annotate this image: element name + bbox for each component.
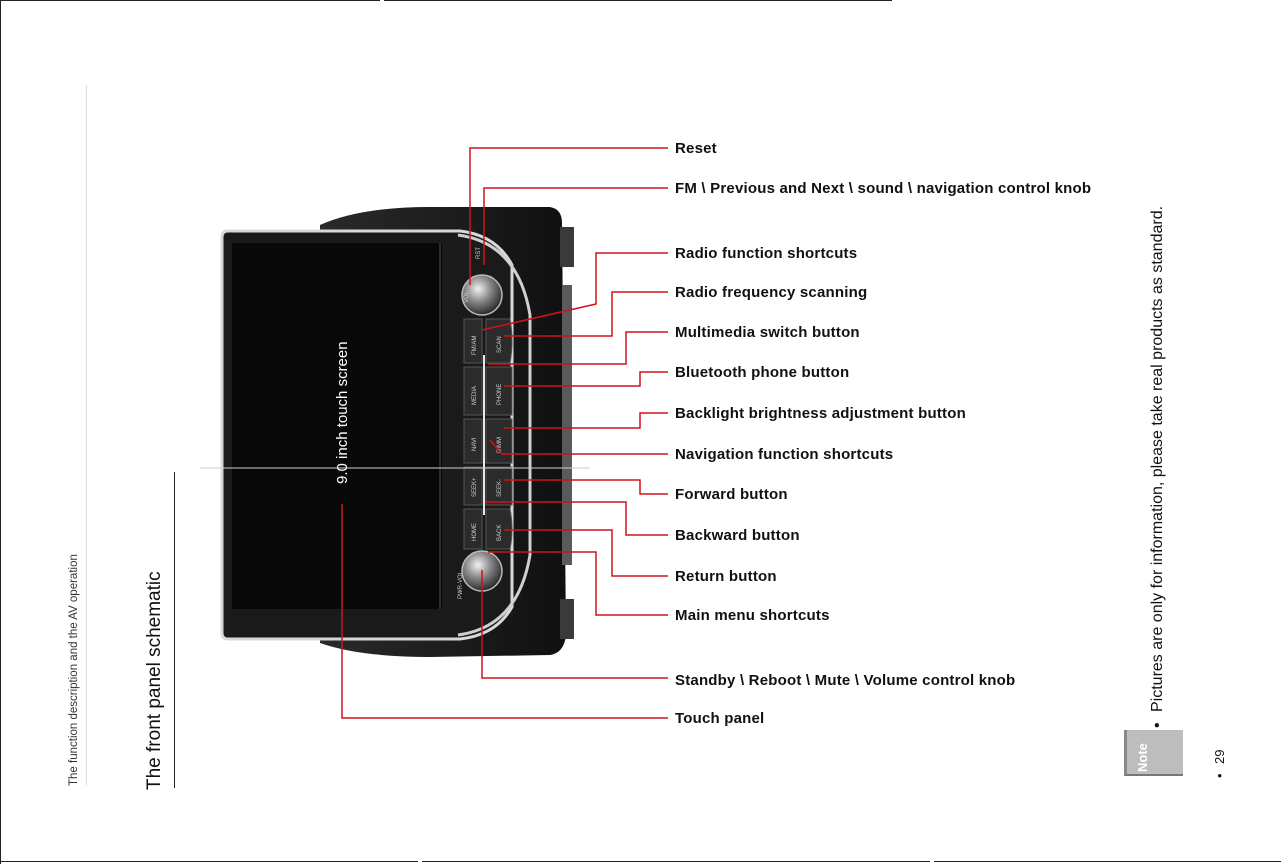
svg-text:VOL: VOL <box>464 290 470 303</box>
callout-standby-knob: Standby \ Reboot \ Mute \ Volume control… <box>675 672 1016 689</box>
scan-button[interactable] <box>485 318 513 364</box>
note-text: Pictures are only for information, pleas… <box>1149 205 1166 712</box>
callout-return: Return button <box>675 568 777 585</box>
svg-text:NAVI: NAVI <box>472 437 478 451</box>
note-badge: Note <box>1124 730 1183 776</box>
note-badge-label: Note <box>1135 743 1150 772</box>
svg-text:SCAN: SCAN <box>497 336 503 353</box>
phone-button[interactable] <box>485 366 513 416</box>
page-number: 29 <box>1212 749 1227 764</box>
head-unit-device: VOL RST FM/AM SCAN MEDIA PHONE NAVI DIMM… <box>200 207 590 657</box>
callout-bluetooth-phone: Bluetooth phone button <box>675 364 850 381</box>
callout-fm-knob: FM \ Previous and Next \ sound \ navigat… <box>675 180 1092 197</box>
svg-text:HOME: HOME <box>472 523 478 541</box>
svg-text:PHONE: PHONE <box>497 384 503 405</box>
bottom-rule-mid <box>422 861 930 862</box>
fmam-button[interactable] <box>463 318 483 364</box>
callout-forward: Forward button <box>675 486 788 503</box>
seek-minus-button[interactable] <box>485 466 513 506</box>
bottom-rule <box>0 861 418 862</box>
callout-reset: Reset <box>675 140 717 157</box>
callout-backward: Backward button <box>675 527 800 544</box>
svg-text:BACK: BACK <box>497 525 503 541</box>
svg-text:RST: RST <box>476 247 482 259</box>
note-bullet: • <box>1149 722 1166 728</box>
navi-button[interactable] <box>463 418 483 464</box>
left-rule <box>0 0 1 864</box>
callout-radio-scanning: Radio frequency scanning <box>675 284 868 301</box>
callout-radio-shortcuts: Radio function shortcuts <box>675 245 858 262</box>
home-button[interactable] <box>463 508 483 550</box>
callout-backlight: Backlight brightness adjustment button <box>675 405 966 422</box>
top-rule <box>0 0 380 1</box>
svg-text:DIMM: DIMM <box>497 437 503 453</box>
top-rule-mid <box>384 0 892 1</box>
callout-multimedia: Multimedia switch button <box>675 324 860 341</box>
top-control-knob[interactable] <box>461 274 503 316</box>
media-button[interactable] <box>463 366 483 416</box>
touch-screen[interactable] <box>232 243 442 609</box>
svg-text:PWR-VOL: PWR-VOL <box>458 570 464 599</box>
section-title-rule <box>174 472 175 788</box>
svg-text:SEEK+: SEEK+ <box>472 477 478 497</box>
page-number-bullet: • <box>1212 773 1227 778</box>
inner-left-rule <box>86 85 87 785</box>
svg-text:SEEK-: SEEK- <box>497 479 503 497</box>
callout-navigation: Navigation function shortcuts <box>675 446 894 463</box>
callout-main-menu: Main menu shortcuts <box>675 607 830 624</box>
bottom-rule-right <box>934 861 1281 862</box>
seek-plus-button[interactable] <box>463 466 483 506</box>
callout-touch-panel: Touch panel <box>675 710 765 727</box>
svg-text:MEDIA: MEDIA <box>472 386 478 405</box>
dimm-button[interactable] <box>485 418 513 464</box>
back-button[interactable] <box>485 508 513 550</box>
svg-text:FM/AM: FM/AM <box>472 336 478 355</box>
